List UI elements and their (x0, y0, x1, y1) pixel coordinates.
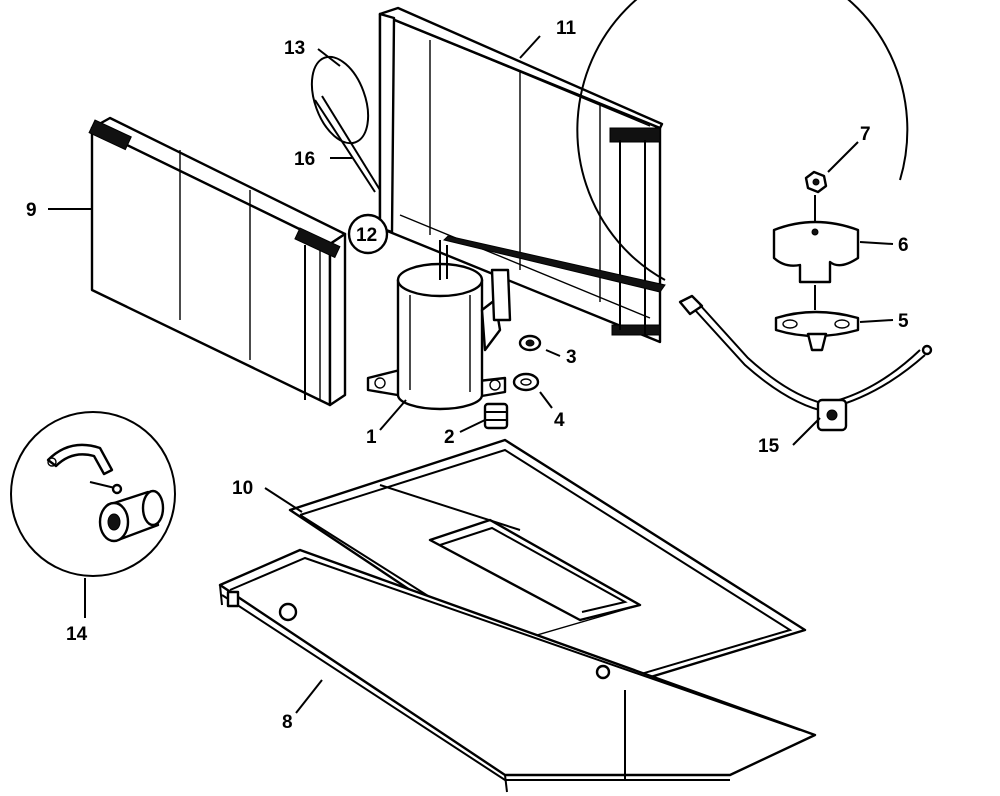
callout-6: 6 (898, 235, 909, 256)
callout-16: 16 (294, 149, 315, 170)
terminal-detail-circle (576, 0, 933, 432)
leader-lines (48, 35, 894, 714)
condenser-coil (378, 6, 664, 344)
clamp-and-motor-mount (10, 411, 176, 577)
callout-10: 10 (232, 478, 253, 499)
grommet (483, 402, 509, 430)
callout-12: 12 (356, 225, 377, 246)
capillary-assembly (347, 213, 389, 255)
callout-4: 4 (554, 410, 565, 431)
base-pan (218, 548, 817, 793)
callout-14: 14 (66, 624, 88, 645)
callout-9: 9 (26, 200, 37, 221)
callout-5: 5 (898, 311, 909, 332)
callout-15: 15 (758, 436, 780, 457)
evaporator-coil (88, 116, 347, 407)
washer (512, 372, 540, 392)
callout-8: 8 (282, 712, 293, 733)
callout-1: 1 (366, 427, 377, 448)
callout-13: 13 (284, 38, 305, 59)
nut (518, 334, 542, 352)
compressor (366, 240, 512, 411)
cover-nut (804, 170, 828, 194)
callout-3: 3 (566, 347, 577, 368)
capillary-tube (310, 55, 381, 193)
terminal-gasket (774, 310, 860, 352)
callout-11: 11 (556, 18, 577, 39)
callout-labels: 13 16 9 11 12 7 6 5 3 4 1 2 15 10 14 8 (26, 18, 909, 733)
overload-wire (678, 294, 933, 432)
terminal-cover (772, 220, 860, 284)
callout-7: 7 (860, 124, 871, 145)
callout-2: 2 (444, 427, 455, 448)
